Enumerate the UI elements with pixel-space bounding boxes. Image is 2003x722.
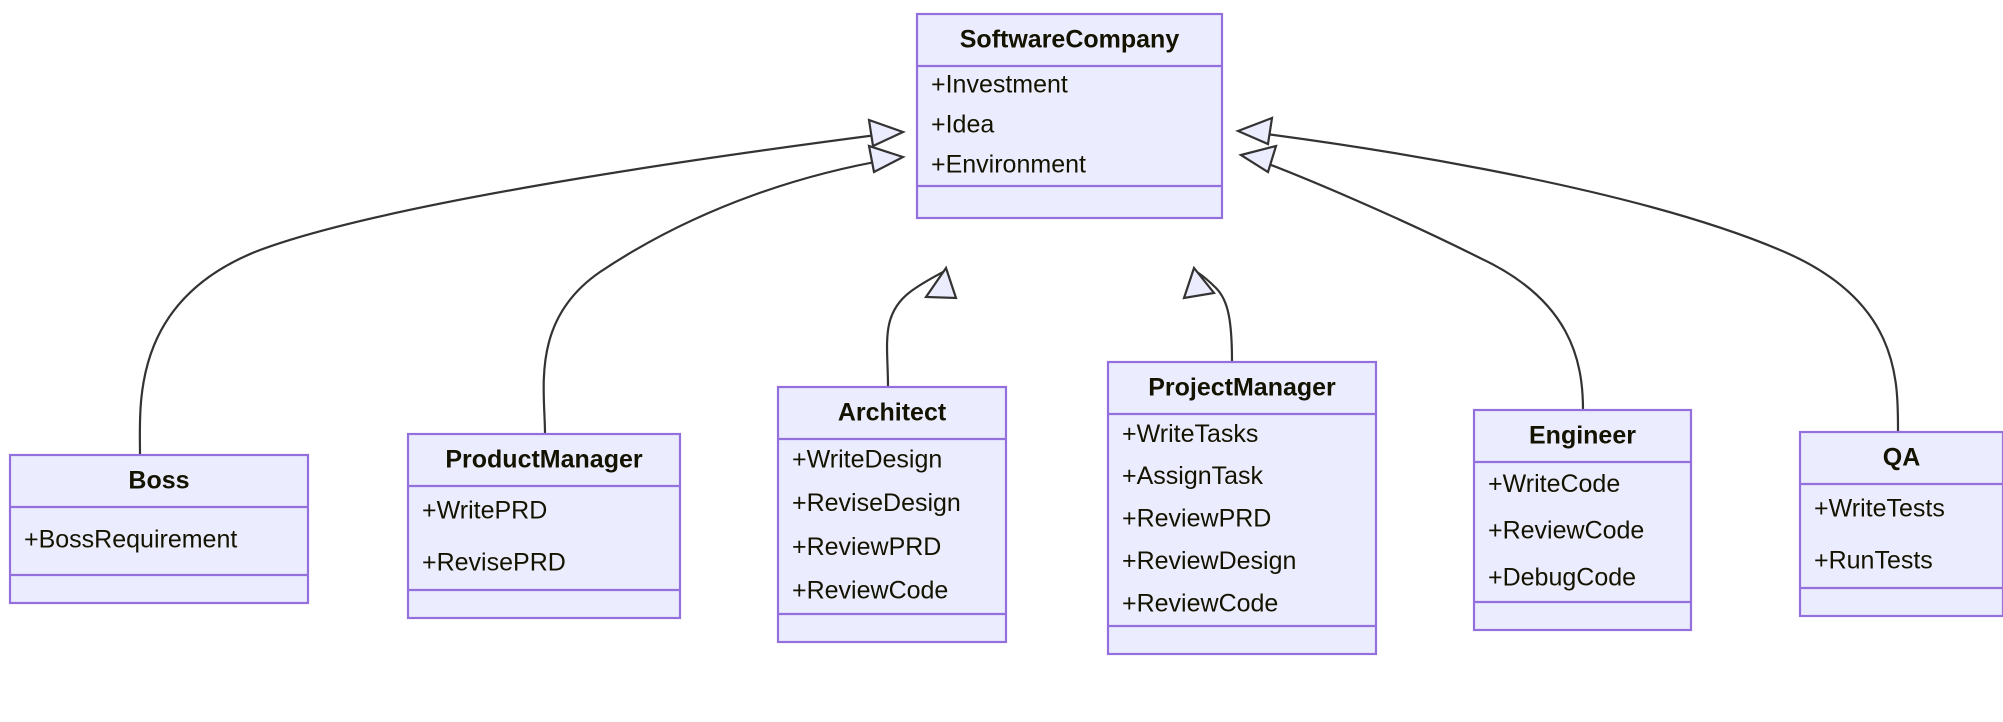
class-attribute-label: +Investment	[931, 71, 1068, 99]
inheritance-edge-product-manager	[542, 144, 906, 435]
class-attribute-label: +WriteTests	[1814, 495, 1945, 523]
class-box-outline	[1798, 430, 2003, 618]
class-attribute-label: +WriteDesign	[792, 445, 942, 473]
class-attribute-label: +ReviseDesign	[792, 489, 961, 517]
edge-line	[885, 271, 944, 388]
class-attribute-label: +WriteCode	[1488, 470, 1620, 498]
class-attribute-label: +Environment	[931, 151, 1086, 179]
class-attribute-label: +ReviewCode	[792, 577, 948, 605]
class-attribute-label: +ReviewCode	[1488, 517, 1644, 545]
class-attribute-label: +BossRequirement	[24, 526, 237, 554]
class-name-label: ProductManager	[445, 446, 643, 474]
class-boxes-layer: SoftwareCompany +Investment +Idea +Environm…	[8, 12, 2003, 656]
class-box-engineer[interactable]: Engineer +WriteCode +ReviewCode +DebugCode	[1472, 408, 1693, 632]
inheritance-triangle-icon	[1235, 116, 1274, 146]
class-attribute-label: +WriteTasks	[1122, 420, 1258, 448]
inheritance-triangle-icon	[867, 118, 906, 148]
inheritance-edge-boss	[138, 118, 906, 456]
inheritance-triangle-icon	[923, 265, 958, 300]
class-box-qa[interactable]: QA +WriteTests +RunTests	[1798, 430, 2003, 618]
class-name-label: Architect	[838, 399, 947, 427]
inheritance-triangle-icon	[867, 144, 906, 174]
class-box-architect[interactable]: Architect +WriteDesign +ReviseDesign +Revie…	[776, 385, 1008, 644]
class-box-boss[interactable]: Boss +BossRequirement	[8, 453, 310, 605]
inheritance-edge-engineer	[1238, 144, 1585, 411]
inheritance-triangle-icon	[1182, 265, 1217, 300]
class-box-outline	[406, 432, 682, 620]
class-attribute-label: +WritePRD	[422, 497, 547, 525]
class-box-project-manager[interactable]: ProjectManager +WriteTasks +AssignTask +Rev…	[1106, 360, 1378, 656]
class-attribute-label: +DebugCode	[1488, 563, 1636, 591]
class-attribute-label: +AssignTask	[1122, 462, 1264, 490]
class-box-product-manager[interactable]: ProductManager +WritePRD +RevisePRD	[406, 432, 682, 620]
class-attribute-label: +ReviewPRD	[792, 533, 941, 561]
class-box-outline	[1106, 360, 1378, 656]
inheritance-triangle-icon	[1238, 144, 1278, 174]
relationship-edges-layer	[138, 116, 1900, 456]
class-attribute-label: +RevisePRD	[422, 549, 566, 577]
class-name-label: Boss	[128, 467, 189, 495]
class-name-label: Engineer	[1529, 422, 1636, 450]
class-attribute-label: +ReviewCode	[1122, 589, 1278, 617]
class-box-outline	[1472, 408, 1693, 632]
class-name-label: QA	[1883, 444, 1921, 472]
edge-line	[138, 130, 901, 456]
class-box-outline	[776, 385, 1008, 644]
class-name-label: ProjectManager	[1148, 374, 1336, 402]
class-attribute-label: +RunTests	[1814, 547, 1933, 575]
inheritance-edge-project-manager	[1182, 265, 1234, 363]
class-box-outline	[8, 453, 310, 605]
inheritance-edge-architect	[885, 265, 958, 388]
class-attribute-label: +Idea	[931, 111, 994, 139]
edge-line	[1246, 154, 1585, 411]
edge-line	[1242, 129, 1900, 433]
edge-line	[1196, 271, 1234, 363]
class-name-label: SoftwareCompany	[960, 26, 1180, 54]
inheritance-edge-qa	[1235, 116, 1900, 433]
class-box-software-company[interactable]: SoftwareCompany +Investment +Idea +Environm…	[915, 12, 1224, 220]
edge-line	[542, 156, 899, 435]
class-box-outline	[915, 12, 1224, 220]
class-attribute-label: +ReviewPRD	[1122, 505, 1271, 533]
class-attribute-label: +ReviewDesign	[1122, 547, 1296, 575]
